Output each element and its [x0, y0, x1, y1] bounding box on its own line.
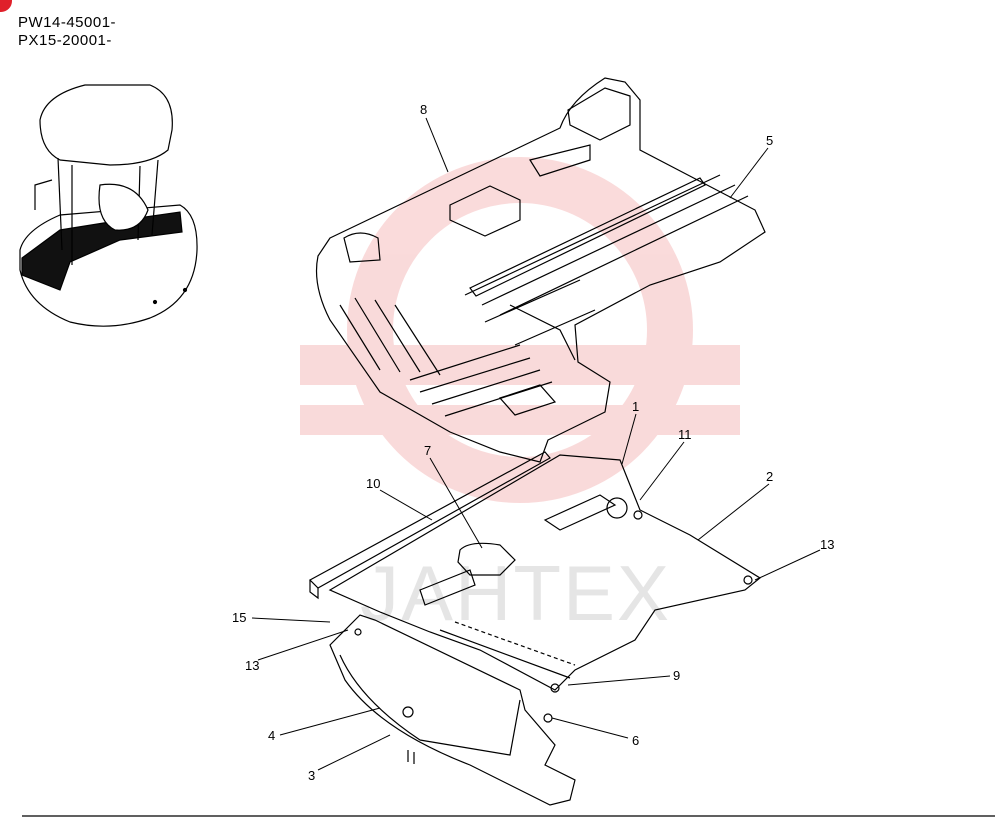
- callout-7: 7: [424, 443, 431, 458]
- serial-range-2: PX15-20001-: [18, 32, 112, 49]
- callout-13b: 13: [245, 658, 259, 673]
- machine-inset-thumbnail: [19, 84, 198, 327]
- callout-9: 9: [673, 668, 680, 683]
- callout-2: 2: [766, 469, 773, 484]
- callout-8: 8: [420, 102, 427, 117]
- callout-6: 6: [632, 733, 639, 748]
- serial-number-block: PW14-45001- PX15-20001-: [18, 14, 116, 50]
- callout-5: 5: [766, 133, 773, 148]
- leader-lines: [251, 117, 821, 771]
- callout-11: 11: [678, 427, 692, 442]
- callout-1: 1: [632, 399, 639, 414]
- watermark-gear-icon: [300, 157, 740, 503]
- callout-15: 15: [232, 610, 246, 625]
- watermark-text: JAHTEX: [360, 549, 671, 637]
- lower-cover-part-3-4: [329, 614, 576, 806]
- base-plate-part-1-2: [309, 451, 762, 691]
- serial-range-1: PW14-45001-: [18, 14, 117, 31]
- callout-10: 10: [366, 476, 380, 491]
- callout-13a: 13: [820, 537, 834, 552]
- floor-plate-part-8: [315, 77, 766, 463]
- callout-3: 3: [308, 768, 315, 783]
- callout-4: 4: [268, 728, 275, 743]
